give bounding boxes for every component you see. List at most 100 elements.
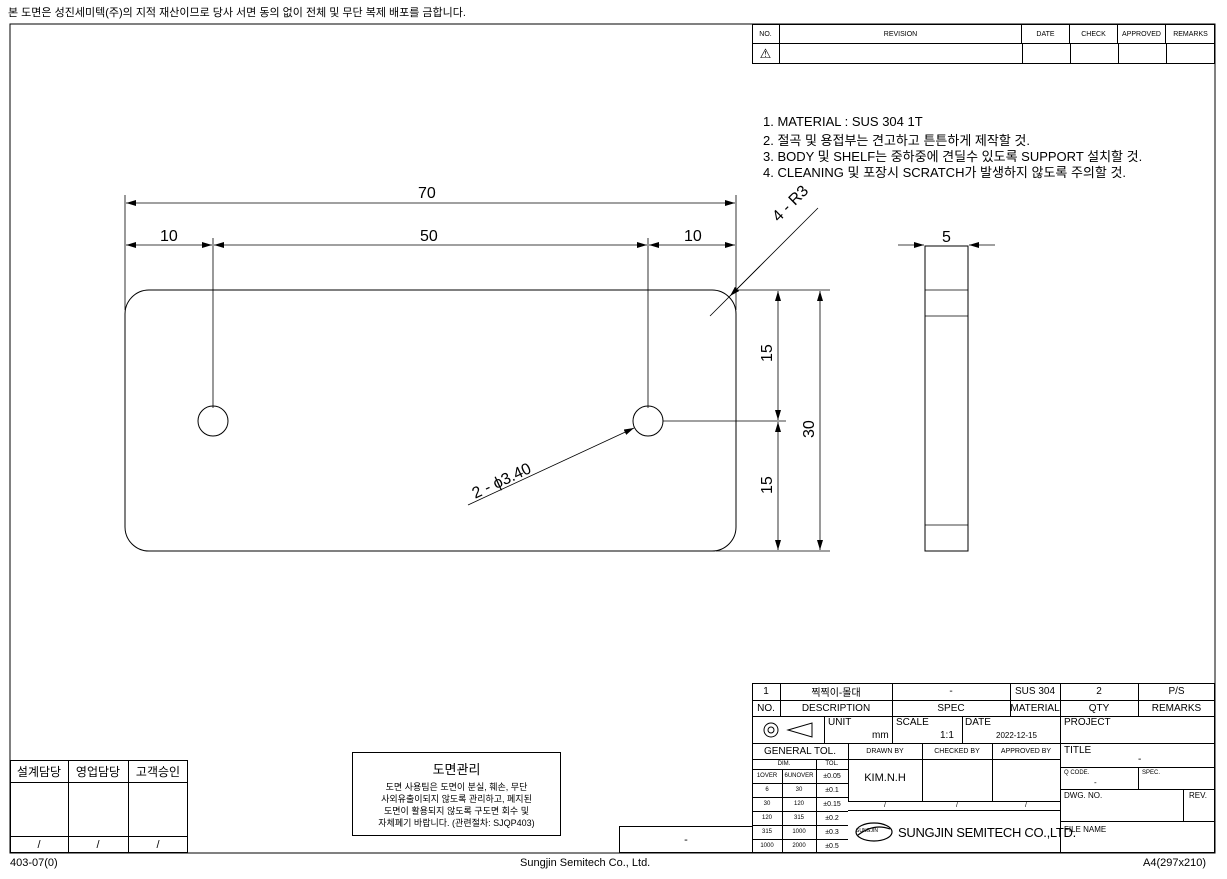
file-name-label: FILE NAME [1064, 825, 1107, 834]
header-material: MATERIAL [1010, 702, 1060, 714]
tol-cell: 6UNOVER [784, 773, 814, 779]
header-notice: 본 도면은 성진세미텍(주)의 지적 재산이므로 당사 서면 동의 없이 전체 … [8, 7, 466, 19]
title-label: TITLE [1064, 745, 1092, 756]
approval-slash-2: / [96, 838, 100, 851]
drawn-by-slash: / [884, 802, 886, 809]
tol-cell: 1OVER [756, 773, 778, 779]
rev-header-revision: REVISION [780, 24, 1022, 44]
tol-cell: 315 [793, 815, 804, 821]
tol-cell: 2000 [792, 843, 806, 849]
dim-text-10-right: 10 [684, 228, 702, 245]
header-no: NO. [757, 702, 775, 714]
tol-cell: 6 [765, 787, 769, 793]
date-label: DATE [965, 717, 991, 728]
approval-slash-1: / [37, 838, 41, 851]
tol-header-dim: DIM. [777, 761, 791, 767]
approval-header-sales: 영업담당 [75, 764, 121, 779]
tol-cell: ±0.5 [825, 842, 839, 850]
drawing-control-box: 도면관리 도면 사용팀은 도면이 분실, 훼손, 무단 사외유출이되지 않도록 … [352, 752, 561, 836]
note-1: 1. MATERIAL : SUS 304 1T [763, 114, 923, 129]
tol-cell: ±0.05 [823, 772, 841, 780]
part-spec: - [949, 686, 953, 697]
drawn-by-value: KIM.N.H [864, 772, 906, 784]
footer-paper-size: A4(297x210) [1143, 857, 1206, 869]
rev-label: REV. [1189, 791, 1207, 800]
tol-cell: ±0.15 [823, 800, 841, 808]
plate-outline [124, 289, 737, 552]
tol-cell: 30 [763, 801, 771, 807]
side-view-outline [924, 245, 969, 552]
note-4: 4. CLEANING 및 포장시 SCRATCH가 발생하지 않도록 주의할 … [763, 165, 1127, 180]
dim-text-30: 30 [801, 420, 818, 438]
part-no: 1 [763, 686, 769, 697]
tol-cell: 1000 [760, 843, 774, 849]
dim-text-5: 5 [942, 229, 951, 246]
note-2: 2. 절곡 및 용접부는 견고하고 튼튼하게 제작할 것. [763, 133, 1030, 148]
drawing-control-line-4: 자체폐기 바랍니다. (관련절차: SJQP403) [378, 818, 535, 828]
date-value: 2022-12-15 [996, 731, 1037, 740]
dim-text-15-top: 15 [759, 344, 776, 362]
qcode-label: Q CODE. [1064, 770, 1090, 776]
scale-label: SCALE [896, 717, 929, 728]
drawn-by-label: DRAWN BY [866, 747, 904, 755]
rev-header-no: NO. [752, 24, 780, 44]
unit-label: UNIT [828, 717, 852, 728]
header-remarks: REMARKS [1151, 702, 1202, 714]
approved-by-slash: / [1025, 802, 1027, 809]
note-3: 3. BODY 및 SHELF는 중하중에 견딜수 있도록 SUPPORT 설치… [763, 149, 1143, 164]
company-logo-icon [855, 822, 893, 842]
hole-leader [467, 427, 635, 506]
approval-header-customer: 고객승인 [135, 764, 181, 779]
rev-header-remarks: REMARKS [1173, 30, 1208, 38]
checked-by-slash: / [956, 802, 958, 809]
revision-table: NO. REVISION DATE CHECK APPROVED REMARKS… [752, 24, 1215, 64]
sheet-border [9, 23, 1216, 854]
tolerance-table: DIM. TOL. 1OVER 6UNOVER ±0.05 6 30 ±0.1 30 120 ±… [752, 759, 848, 853]
drawing-control-title: 도면관리 [432, 762, 481, 777]
tol-cell: 315 [761, 829, 772, 835]
company-name: SUNGJIN SEMITECH CO.,LTD. [898, 825, 1076, 840]
part-material: SUS 304 [1014, 686, 1056, 697]
approval-box: 설계담당 영업담당 고객승인 / / / [10, 760, 188, 853]
misc-box-value: - [684, 833, 688, 846]
tol-cell: ±0.2 [825, 814, 839, 822]
footer-form-code: 403-07(0) [10, 857, 58, 869]
title-value: - [1138, 754, 1142, 765]
header-description: DESCRIPTION [801, 702, 871, 714]
part-qty: 2 [1096, 686, 1102, 697]
tol-cell: 30 [795, 787, 803, 793]
dim-text-50: 50 [420, 228, 438, 245]
part-description: 찍찍이-몰대 [811, 688, 861, 699]
tol-cell: ±0.1 [825, 786, 839, 794]
rev-header-date: DATE [1022, 24, 1070, 44]
general-tol-label: GENERAL TOL. [763, 745, 837, 757]
approved-by-label: APPROVED BY [1000, 747, 1052, 755]
hole-right [632, 405, 664, 437]
misc-box: - [619, 826, 753, 853]
hole-left [197, 405, 229, 437]
project-label: PROJECT [1064, 717, 1111, 728]
tol-cell: 120 [793, 801, 804, 807]
spec-label: SPEC. [1142, 770, 1161, 776]
tol-header-tol: TOL. [825, 761, 839, 767]
drawing-control-line-3: 도면이 활용되지 않도록 구도면 회수 및 [384, 806, 529, 816]
qcode-value: - [1094, 778, 1097, 787]
header-qty: QTY [1088, 702, 1110, 714]
checked-by-label: CHECKED BY [934, 747, 980, 755]
company-logo-text: SUNGJIN [856, 828, 878, 834]
rev-header-approved: APPROVED [1118, 24, 1166, 44]
tol-cell: 1000 [792, 829, 806, 835]
tol-cell: ±0.3 [825, 828, 839, 836]
radius-leader [709, 207, 819, 317]
footer-company: Sungjin Semitech Co., Ltd. [520, 857, 651, 869]
dim-text-10-left: 10 [160, 228, 178, 245]
approval-slash-3: / [156, 838, 160, 851]
dwg-no-label: DWG. NO. [1064, 791, 1103, 800]
radius-arrow [729, 265, 761, 297]
drawing-control-line-2: 사외유출이되지 않도록 관리하고, 폐지된 [381, 794, 532, 804]
drawing-control-line-1: 도면 사용팀은 도면이 분실, 훼손, 무단 [385, 782, 528, 792]
tol-cell: 120 [761, 815, 772, 821]
scale-value: 1:1 [940, 730, 954, 741]
part-remarks: P/S [1168, 686, 1185, 697]
